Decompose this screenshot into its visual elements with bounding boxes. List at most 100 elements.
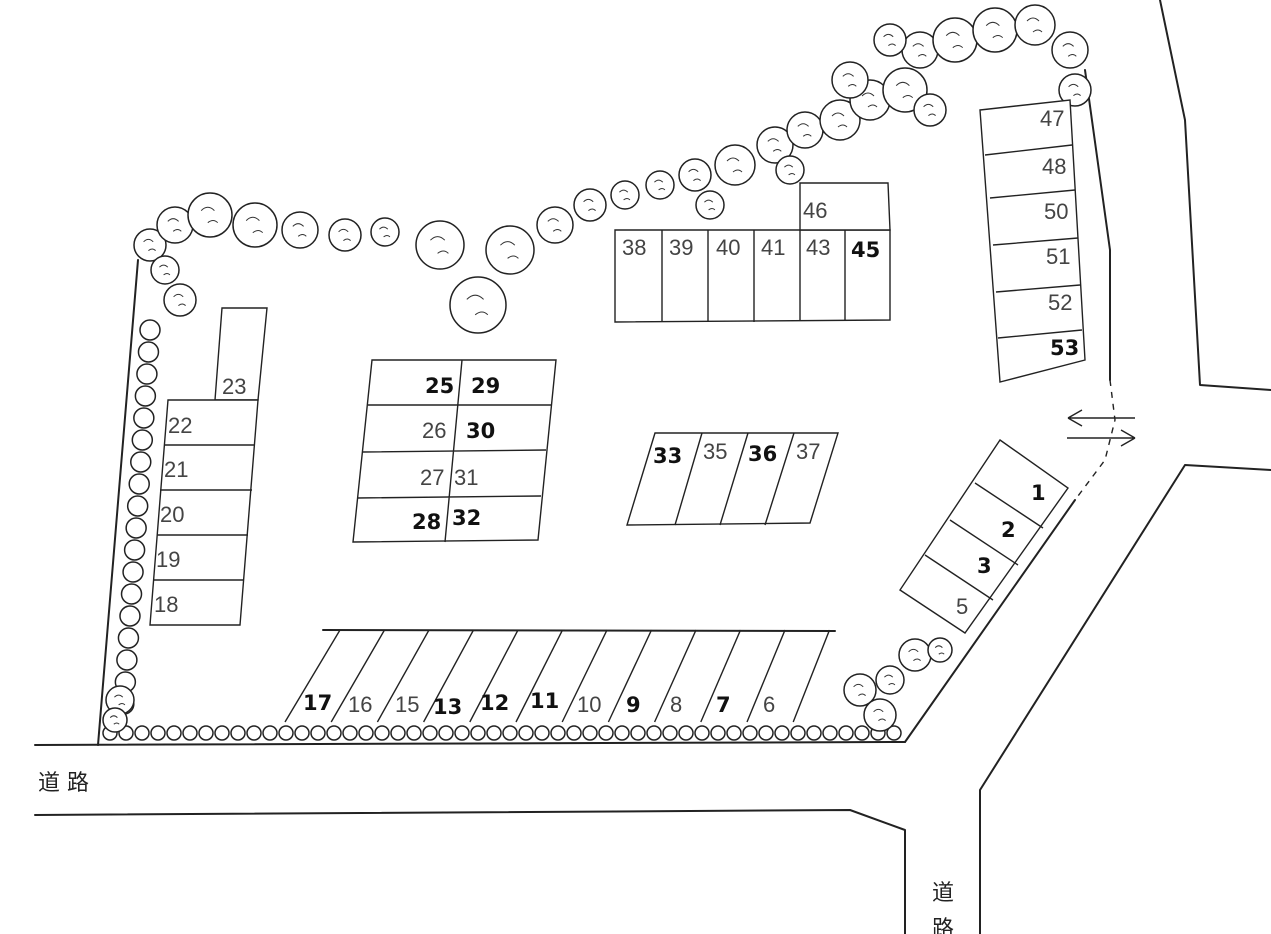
stall-label-12: 12 — [480, 691, 509, 715]
tree-canopy-icon — [678, 725, 694, 741]
tree-canopy-icon — [278, 725, 294, 741]
diagonal-stall-dividers — [284, 629, 831, 723]
tree-canopy-icon — [232, 202, 278, 248]
tree-canopy-icon — [645, 170, 675, 200]
tree-canopy-icon — [726, 725, 742, 741]
tree-canopy-icon — [714, 144, 756, 186]
lot-east-boundary — [1084, 69, 1111, 381]
stall-label-7: 7 — [716, 693, 731, 717]
lot-west-boundary — [97, 259, 139, 746]
tree-canopy-icon — [262, 725, 278, 741]
tree-canopy-icon — [854, 725, 870, 741]
tree-canopy-icon — [695, 190, 725, 220]
tree-canopy-icon — [913, 93, 947, 127]
stall-label-36: 36 — [748, 442, 777, 466]
tree-canopy-icon — [582, 725, 598, 741]
tree-canopy-icon — [139, 319, 161, 341]
tree-canopy-icon — [610, 180, 640, 210]
parking-stall-outlines — [149, 99, 1136, 723]
tree-canopy-icon — [822, 725, 838, 741]
stall-label-8: 8 — [670, 692, 682, 717]
right-road-label: 道路 — [932, 881, 954, 934]
tree-canopy-icon — [486, 725, 502, 741]
tree-canopy-icon — [710, 725, 726, 741]
stall-label-27: 27 — [420, 465, 444, 490]
stall-label-41: 41 — [761, 235, 785, 260]
tree-canopy-icon — [134, 725, 150, 741]
stall-divider — [924, 482, 1044, 601]
stall-label-20: 20 — [160, 502, 184, 527]
stall-label-39: 39 — [669, 235, 693, 260]
tree-canopy-icon — [838, 725, 854, 741]
tree-canopy-icon — [774, 725, 790, 741]
tree-canopy-icon — [843, 673, 877, 707]
diagonal-stall-divider — [607, 629, 653, 723]
tree-canopy-icon — [454, 725, 470, 741]
diagonal-stall-top-line — [322, 629, 836, 632]
stall-label-10: 10 — [577, 692, 601, 717]
entrance-dashed-line — [1074, 379, 1116, 501]
tree-canopy-icon — [182, 725, 198, 741]
stall-label-33: 33 — [653, 444, 682, 468]
tree-canopy-icon — [886, 725, 902, 741]
bottom-road-bottom-edge — [34, 809, 906, 934]
tree-canopy-icon — [518, 725, 534, 741]
stall-divider — [674, 432, 795, 526]
stall-label-11: 11 — [530, 689, 559, 713]
tree-canopy-icon — [678, 158, 712, 192]
stall-label-31: 31 — [454, 465, 478, 490]
tree-canopy-icon — [932, 17, 978, 63]
tree-canopy-icon — [790, 725, 806, 741]
tree-canopy-icon — [819, 99, 861, 141]
tree-canopy-icon — [342, 725, 358, 741]
tree-canopy-icon — [806, 725, 822, 741]
tree-canopy-icon — [130, 451, 152, 473]
stall-label-16: 16 — [348, 692, 372, 717]
diagonal-stall-divider — [653, 629, 697, 723]
tree-canopy-icon — [550, 725, 566, 741]
tree-canopy-icon — [775, 155, 805, 185]
diagonal-stall-divider — [700, 629, 742, 723]
tree-canopy-icon — [972, 7, 1018, 53]
stall-label-51: 51 — [1046, 244, 1070, 269]
stall-label-22: 22 — [168, 413, 192, 438]
tree-canopy-icon — [662, 725, 678, 741]
tree-canopy-icon — [573, 188, 607, 222]
stall-label-2: 2 — [1001, 518, 1016, 542]
tree-canopy-icon — [831, 61, 869, 99]
tree-canopy-icon — [128, 473, 150, 495]
diagonal-stall-divider — [561, 629, 608, 723]
tree-canopy-icon — [875, 665, 905, 695]
tree-canopy-icon — [630, 725, 646, 741]
stall-label-38: 38 — [622, 235, 646, 260]
stall-label-13: 13 — [433, 695, 462, 719]
stall-block-33-37 — [626, 432, 839, 526]
tree-canopy-icon — [102, 707, 128, 733]
tree-canopy-icon — [123, 539, 146, 561]
stall-label-1: 1 — [1031, 481, 1046, 505]
tree-canopy-icon — [614, 725, 630, 741]
tree-canopy-icon — [898, 638, 932, 672]
bottom-road-top-edge — [34, 741, 906, 746]
stall-label-35: 35 — [703, 439, 727, 464]
diagonal-stall-divider — [284, 629, 341, 723]
tree-canopy-icon — [126, 495, 149, 517]
tree-canopy-icon — [131, 429, 154, 451]
tree-canopy-icon — [187, 192, 233, 238]
tree-canopy-icon — [758, 725, 774, 741]
stall-label-5: 5 — [956, 594, 968, 619]
stall-label-45: 45 — [851, 238, 880, 262]
stall-label-37: 37 — [796, 439, 820, 464]
tree-canopy-icon — [370, 217, 400, 247]
tree-canopy-icon — [470, 725, 486, 741]
tree-canopy-icon — [1014, 4, 1056, 46]
stall-label-18: 18 — [154, 592, 178, 617]
tree-canopy-icon — [449, 276, 507, 334]
tree-canopy-icon — [406, 725, 422, 741]
stall-label-3: 3 — [977, 554, 992, 578]
tree-canopy-icon — [534, 725, 550, 741]
tree-canopy-icon — [117, 627, 140, 649]
right-road-west-edge — [904, 499, 1076, 743]
